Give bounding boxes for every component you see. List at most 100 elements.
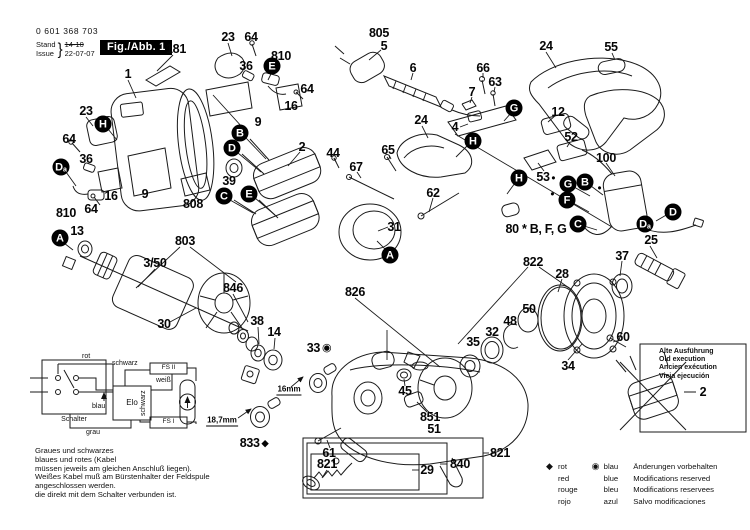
part-label-23: 23	[79, 104, 93, 118]
ref-bubble-G: G	[505, 99, 523, 117]
legend-blue-term: bleu	[603, 485, 619, 495]
part-label-61: 61	[322, 446, 336, 460]
part-label-803: 803	[175, 234, 195, 248]
part-label-822: 822	[523, 255, 543, 269]
cable-note: Graues und schwarzes blaues und rotes (K…	[35, 446, 210, 500]
part-label-826: 826	[345, 285, 365, 299]
part-label-80B,F,G: 80 * B, F, G	[505, 222, 567, 236]
part-label-1: 1	[124, 67, 132, 81]
ref-bubble-E: E	[263, 57, 281, 75]
ref-bubble-C: C	[215, 187, 233, 205]
ref-bubble-A: A	[381, 246, 399, 264]
old-execution-line-de: Alte Ausführung	[659, 348, 714, 355]
ref-bubble-D: D	[223, 139, 241, 157]
part-label-350: 3/50	[143, 256, 167, 270]
asterisk-dot-icon: •	[597, 182, 602, 195]
part-label-35: 35	[466, 335, 480, 349]
part-label-2: 2	[699, 385, 707, 399]
issue-block: Stand Issue } 14-10 22-07-07	[36, 40, 98, 58]
diamond-icon: ◆	[261, 437, 269, 448]
part-label-23: 23	[221, 30, 235, 44]
spindle-lock-shapes	[302, 437, 484, 499]
part-label-13: 13	[70, 224, 84, 238]
cable-note-line: angeschlossen werden.	[35, 481, 116, 491]
part-label-64: 64	[300, 82, 314, 96]
part-label-44: 44	[326, 146, 340, 160]
part-label-840: 840	[450, 457, 470, 471]
part-label-4: 4	[451, 120, 459, 134]
part-label-18,7mm: 18,7mm	[206, 415, 238, 427]
washer-stack-shapes	[228, 321, 337, 428]
wire-label-elo: Elo	[126, 398, 138, 407]
leader-lines	[63, 42, 669, 479]
part-label-31: 31	[387, 220, 401, 234]
ref-bubble-H: H	[464, 132, 482, 150]
part-label-821: 821	[490, 446, 510, 460]
part-label-62: 62	[426, 186, 440, 200]
bearing-ring-31-shape	[338, 203, 402, 261]
part-label-50: 50	[522, 302, 536, 316]
legend-blue-column: ◉ blau blue bleu azul	[592, 461, 619, 508]
wiring-schematic-shapes	[30, 359, 197, 429]
part-label-65: 65	[381, 143, 395, 157]
ref-bubble-D: D	[664, 203, 682, 221]
brush-cover-left-shapes	[68, 115, 123, 206]
part-label-28: 28	[555, 267, 569, 281]
stand-label: Stand	[36, 40, 56, 49]
screw-shapes	[314, 76, 627, 445]
modifications-line: Modifications reservees	[633, 485, 714, 495]
asterisk-dot-icon: •	[551, 172, 556, 185]
wire-label-blau: blau	[92, 403, 106, 410]
part-label-29: 29	[420, 463, 434, 477]
ref-bubble-F: F•	[551, 189, 576, 209]
field-coil-shapes	[225, 138, 322, 247]
ref-bubble-C: C	[569, 215, 587, 233]
part-label-16: 16	[104, 189, 118, 203]
wire-label-grau: grau	[86, 429, 101, 436]
part-label-7: 7	[468, 85, 476, 99]
old-execution-shapes	[615, 343, 747, 433]
modifications-line: Modifications reserved	[633, 473, 711, 483]
asterisk-dot-icon: •	[550, 188, 555, 201]
part-label-32: 32	[485, 325, 499, 339]
legend-red-term: red	[558, 473, 570, 483]
part-label-16: 16	[284, 99, 298, 113]
ref-bubble-H: H	[94, 115, 112, 133]
armature-shapes	[61, 240, 251, 334]
diamond-icon: ◆	[546, 461, 553, 471]
brace-glyph: }	[57, 39, 63, 59]
old-execution-line-en: Old execution	[659, 356, 706, 364]
legend-blue-term: azul	[603, 497, 618, 507]
modifications-line: Änderungen vorbehalten	[633, 462, 718, 471]
ref-bubble-B: B•	[576, 173, 602, 195]
ref-bubble-H: H	[510, 169, 528, 187]
part-label-39: 39	[222, 174, 236, 188]
issue-label: Issue	[36, 49, 54, 58]
part-label-833: 833◆	[239, 436, 269, 450]
part-label-52: 52	[564, 130, 578, 144]
part-label-64: 64	[244, 30, 258, 44]
part-label-808: 808	[183, 197, 203, 211]
cable-note-line: Weißes Kabel muß am Bürstenhalter der Fe…	[35, 472, 210, 482]
wire-label-rot: rot	[82, 353, 91, 360]
part-label-48: 48	[503, 314, 517, 328]
part-label-821: 821	[317, 457, 337, 471]
legend-modifications-column: Änderungen vorbehalten Modifications res…	[633, 461, 717, 508]
issue-value: 22-07-07	[64, 49, 95, 58]
part-label-34: 34	[561, 359, 575, 373]
part-label-33: 33◉	[306, 341, 332, 355]
part-label-53: 53	[536, 170, 550, 184]
part-label-14: 14	[267, 325, 281, 339]
part-label-846: 846	[223, 281, 243, 295]
handle-shapes	[396, 57, 665, 178]
header-block: 0 601 368 703 Stand Issue } 14-10 22-07-…	[36, 26, 98, 58]
power-cord-shapes	[334, 45, 481, 117]
part-label-810: 810	[56, 206, 76, 220]
part-label-5: 5	[380, 39, 388, 53]
part-label-25: 25	[644, 233, 658, 247]
part-label-67: 67	[349, 160, 363, 174]
cable-note-line: müssen jeweils am gleichen Anschluß lieg…	[35, 463, 192, 473]
motor-housing-shape	[110, 65, 253, 212]
